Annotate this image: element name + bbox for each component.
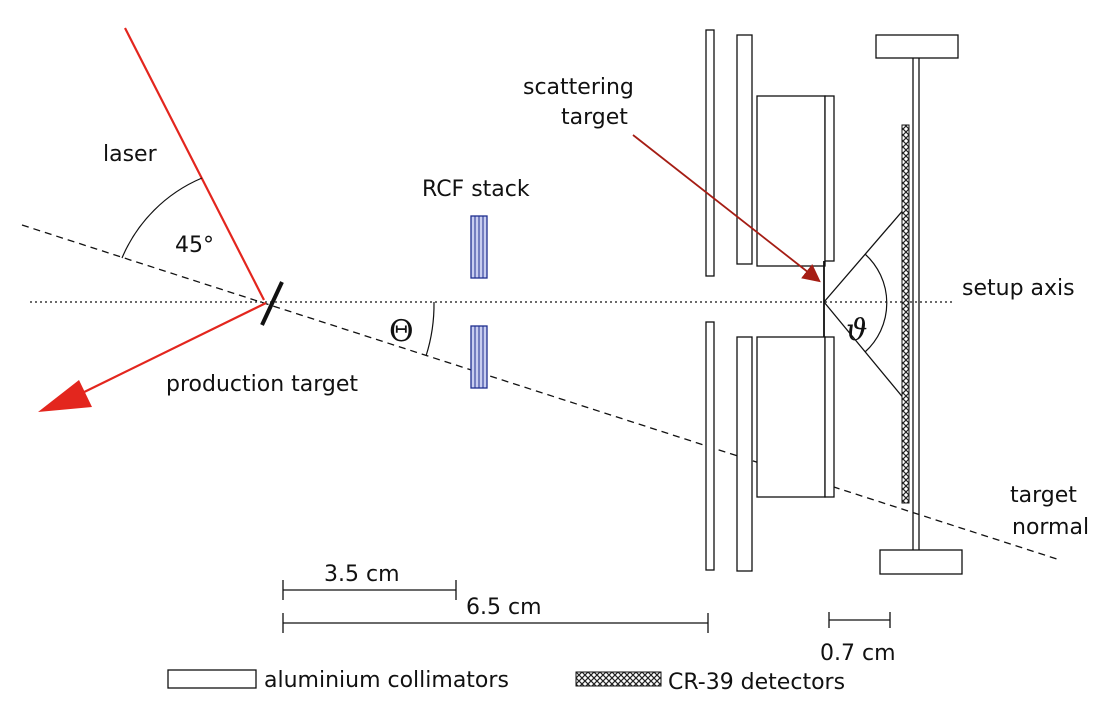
- collimator-plate-1-upper: [705, 29, 715, 277]
- collimator-block-upper: [756, 95, 826, 267]
- laser-beam-reflected: [71, 302, 267, 399]
- detector-holder: [875, 34, 963, 575]
- legend-collimators-label: aluminium collimators: [264, 668, 509, 693]
- theta-arc: [425, 301, 435, 357]
- holder-top-block: [875, 34, 959, 59]
- legend-detectors-label: CR-39 detectors: [668, 670, 845, 695]
- theta-symbol: Θ: [389, 314, 414, 349]
- collimators: [705, 29, 835, 572]
- cr39-detector: [901, 124, 910, 504]
- scale-bars: [282, 580, 891, 633]
- scale-label-6-5cm: 6.5 cm: [466, 595, 542, 620]
- angle-45-arc: [121, 177, 203, 259]
- angle-45-label: 45°: [175, 233, 214, 258]
- scattering-target-label: scattering target: [523, 75, 641, 130]
- target-normal-label-line2: normal: [1012, 515, 1089, 540]
- scale-label-3-5cm: 3.5 cm: [324, 562, 400, 587]
- production-target: [260, 281, 284, 326]
- scattering-target-label-line1: scattering: [523, 75, 634, 100]
- scattering-cone: [823, 207, 906, 401]
- legend: aluminium collimators CR-39 detectors: [167, 668, 845, 695]
- rcf-stack-label: RCF stack: [422, 177, 530, 202]
- collimator-block-lower: [756, 336, 826, 498]
- holder-bottom-block: [879, 549, 963, 575]
- target-normal-label-line1: target: [1010, 483, 1077, 508]
- setup-axis-label: setup axis: [962, 276, 1075, 301]
- vartheta-arc: [864, 253, 888, 353]
- vartheta-symbol: ϑ: [846, 313, 867, 348]
- target-normal-label: target normal: [1010, 483, 1089, 540]
- scattering-target-arrow: [632, 134, 821, 283]
- laser-arrowhead-icon: [38, 380, 92, 412]
- collimator-plate-2-lower: [736, 336, 753, 572]
- laser-beam-incoming: [124, 27, 265, 301]
- rcf-stack: [470, 215, 488, 389]
- production-target-label: production target: [166, 372, 358, 397]
- collimator-plate-1-lower: [705, 321, 715, 571]
- legend-detector-swatch: [575, 671, 662, 687]
- scattering-target-label-line2: target: [561, 105, 628, 130]
- laser-label: laser: [103, 142, 158, 167]
- collimator-inner-lower: [824, 336, 835, 498]
- legend-collimator-swatch: [167, 669, 257, 689]
- collimator-plate-2-upper: [736, 34, 753, 265]
- scale-label-0-7cm: 0.7 cm: [820, 641, 896, 666]
- target-normal-line: [21, 224, 1061, 561]
- collimator-inner-upper: [824, 95, 835, 262]
